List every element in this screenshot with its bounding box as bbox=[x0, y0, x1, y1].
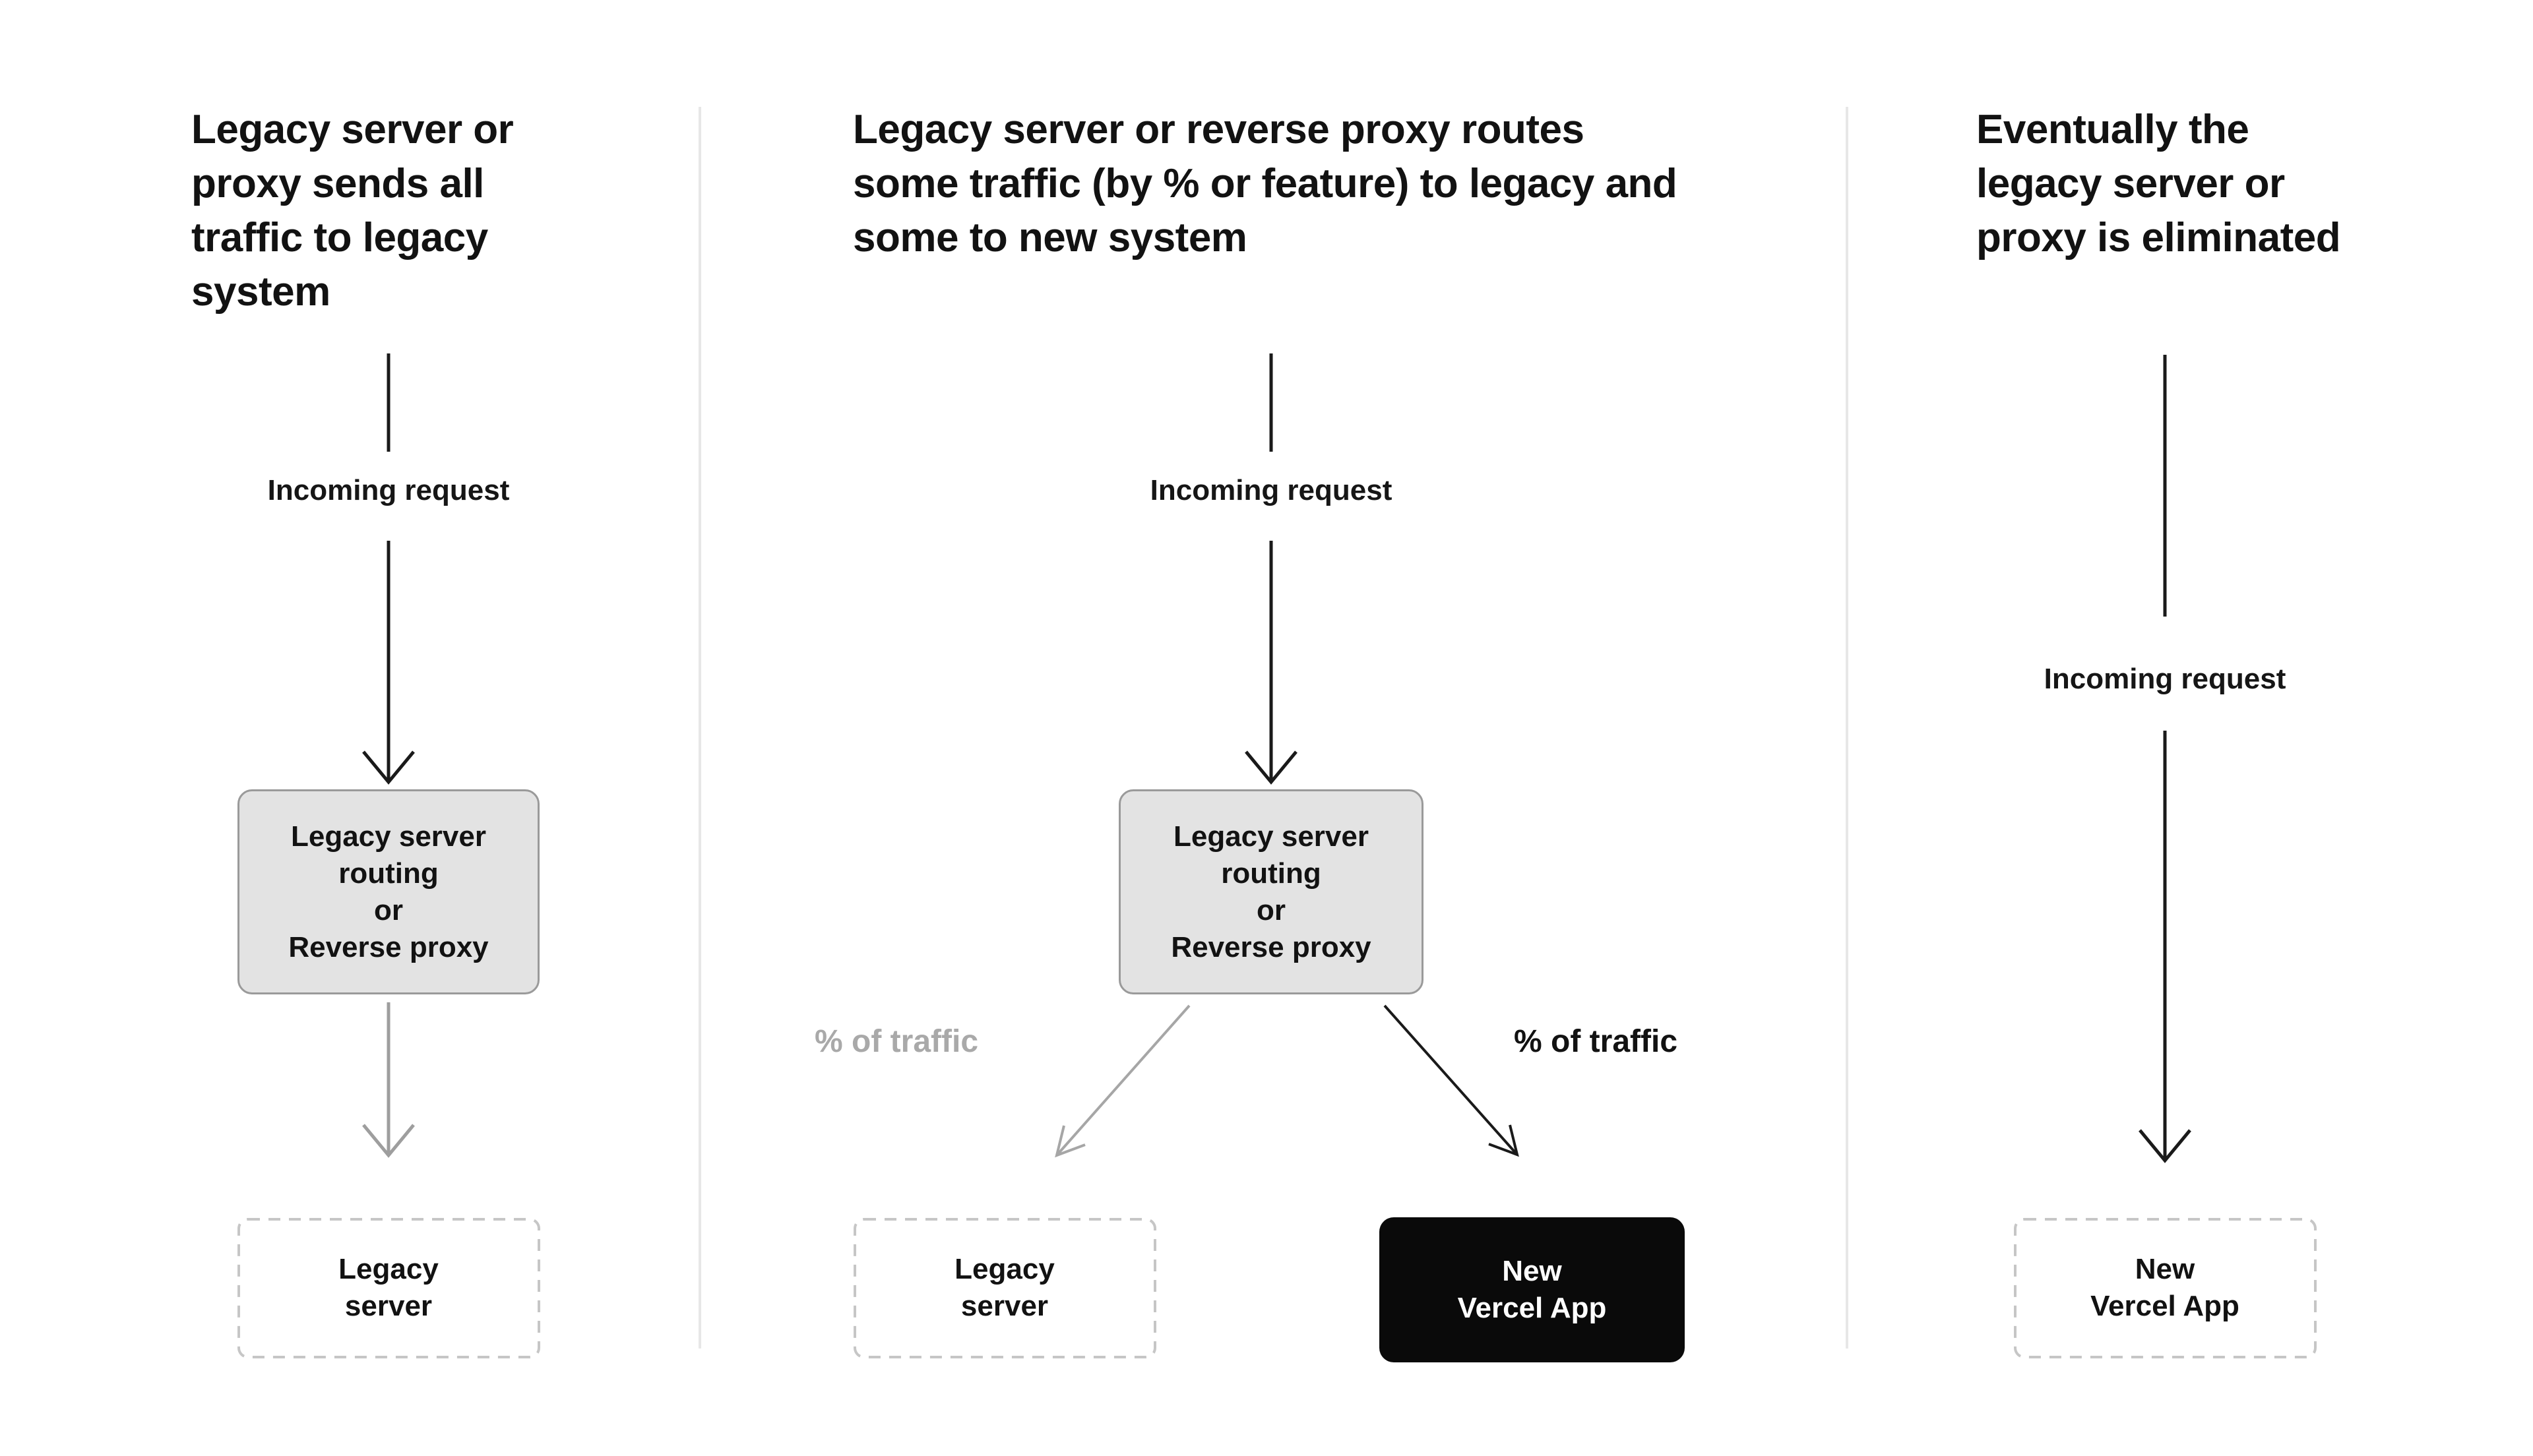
step2-black-diagonal-arrow-icon bbox=[1383, 1004, 1519, 1157]
step1-arrow-down-icon bbox=[362, 541, 415, 785]
step3-vercel-app-dashed-box bbox=[2014, 1218, 2317, 1358]
step1-legacy-server-dashed-box bbox=[237, 1218, 540, 1358]
step3-arrow-down-icon bbox=[2139, 731, 2191, 1163]
step1-router-box-label: Legacy server routing or Reverse proxy bbox=[288, 820, 489, 963]
step1-title: Legacy server or proxy sends all traffic… bbox=[191, 107, 514, 315]
step2-traffic-percent-left-label: % of traffic bbox=[815, 1024, 979, 1059]
step2-traffic-percent-right-label: % of traffic bbox=[1514, 1024, 1678, 1059]
step3-title: Eventually the legacy server or proxy is… bbox=[1976, 107, 2341, 260]
step1-gray-arrow-down-icon bbox=[362, 1002, 415, 1158]
step2-legacy-server-dashed-box bbox=[854, 1218, 1156, 1358]
step2-incoming-request-label: Incoming request bbox=[1150, 474, 1392, 506]
step1-legacy-server-box-label: Legacy server bbox=[338, 1253, 439, 1322]
step3-new-vercel-app-box-label: New Vercel App bbox=[2090, 1253, 2239, 1322]
step2-new-vercel-app-box-label: New Vercel App bbox=[1457, 1255, 1607, 1324]
step3-incoming-request-label: Incoming request bbox=[2044, 663, 2286, 695]
step1-router-box: Legacy server routing or Reverse proxy bbox=[237, 789, 540, 994]
step2-router-box: Legacy server routing or Reverse proxy bbox=[1119, 789, 1423, 994]
step2-arrow-down-icon bbox=[1245, 541, 1298, 785]
step2-title: Legacy server or reverse proxy routes so… bbox=[853, 107, 1677, 260]
step2-legacy-server-box-label: Legacy server bbox=[954, 1253, 1055, 1322]
step2-router-box-label: Legacy server routing or Reverse proxy bbox=[1171, 820, 1371, 963]
panel-divider-right bbox=[1846, 107, 1848, 1349]
step1-incoming-request-label: Incoming request bbox=[267, 474, 510, 506]
panel-divider-left bbox=[699, 107, 701, 1349]
step2-gray-diagonal-arrow-icon bbox=[1055, 1004, 1191, 1158]
step2-new-vercel-app-box: New Vercel App bbox=[1379, 1217, 1685, 1362]
